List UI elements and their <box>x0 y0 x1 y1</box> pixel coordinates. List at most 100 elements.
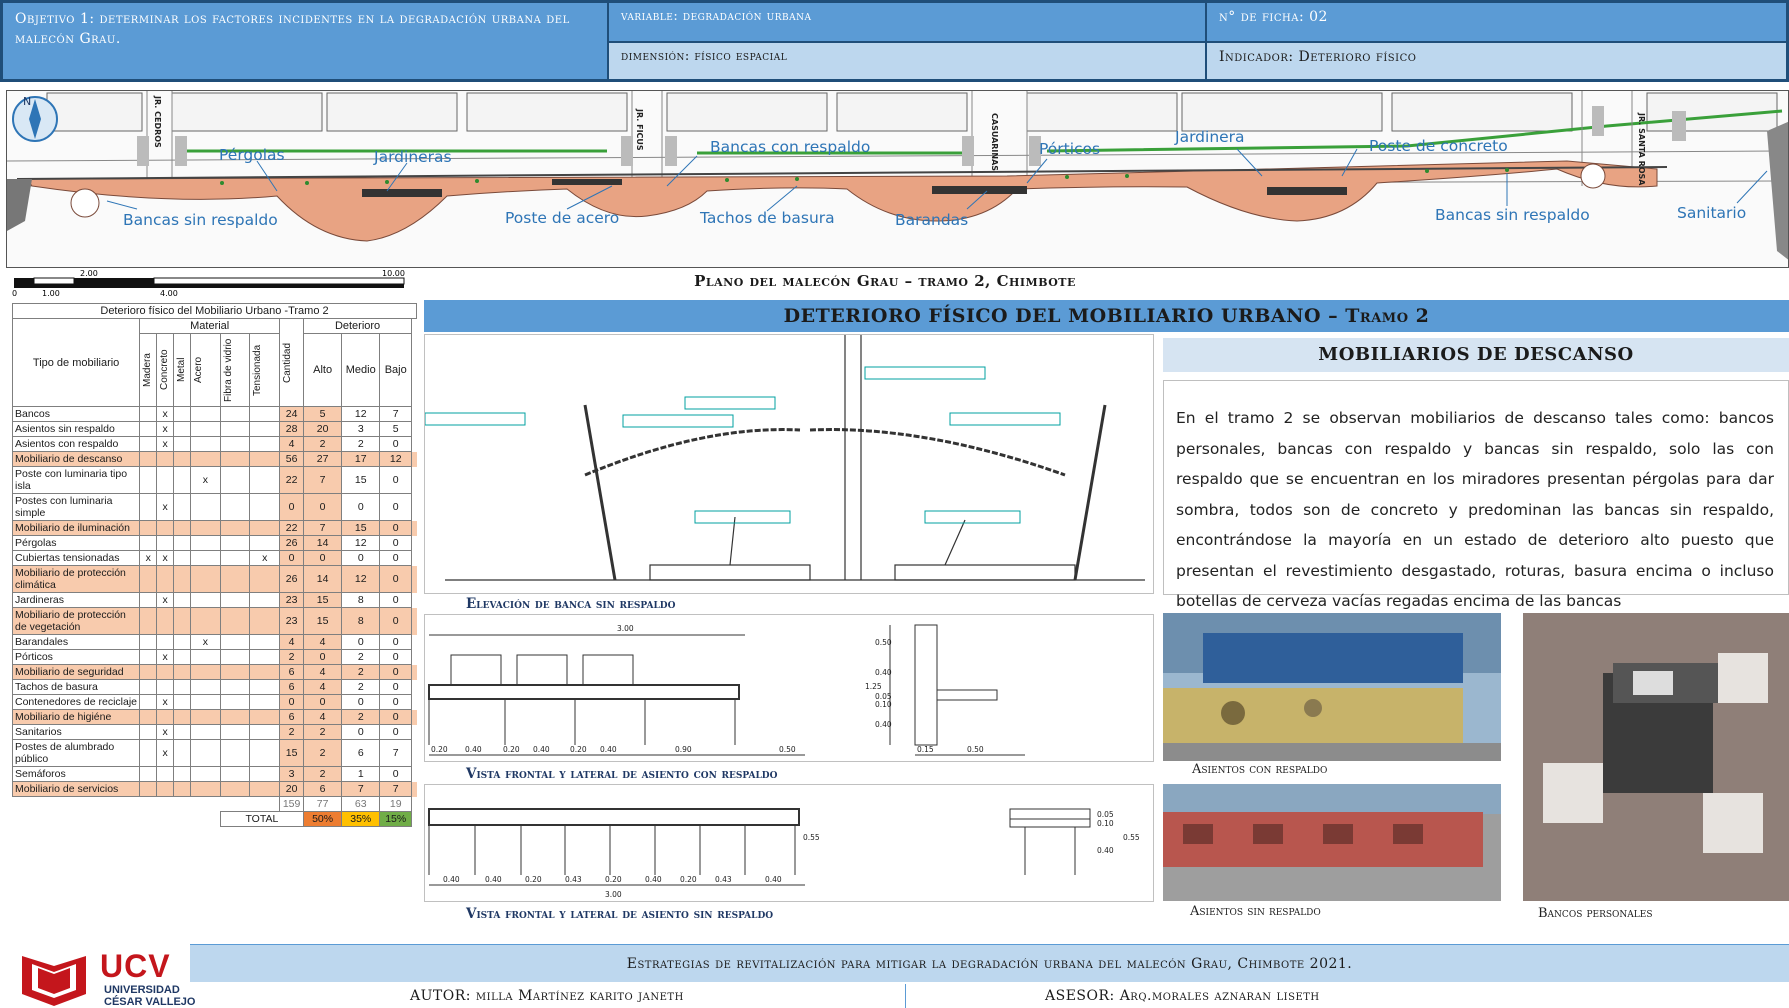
table-cell <box>139 493 158 521</box>
table-cell: 2 <box>303 739 343 767</box>
table-cell <box>173 520 192 536</box>
label-pergolas: Pérgolas <box>219 146 285 164</box>
table-cell <box>139 649 158 665</box>
table-cell <box>190 565 221 593</box>
table-cell <box>249 679 281 695</box>
table-cell: 0 <box>303 649 343 665</box>
table-cell: 4 <box>303 664 343 680</box>
ucv-shield-icon <box>22 956 86 1006</box>
table-cell <box>156 451 175 467</box>
table-cell: 0 <box>303 550 343 566</box>
label-tachos: Tachos de basura <box>700 209 835 227</box>
svg-text:0.43: 0.43 <box>565 875 582 884</box>
pct-bajo: 15% <box>379 811 413 827</box>
table-cell: x <box>156 406 175 422</box>
table-cell <box>249 565 281 593</box>
table-cell: 12 <box>341 565 381 593</box>
table-cell: 2 <box>341 436 381 452</box>
table-cell: 2 <box>341 709 381 725</box>
label-bancas-con-respaldo: Bancas con respaldo <box>710 138 871 156</box>
svg-text:0.40: 0.40 <box>765 875 782 884</box>
elevation-caption: Elevación de banca sin respaldo <box>466 596 676 612</box>
table-cell <box>156 565 175 593</box>
table-cell: 12 <box>341 406 381 422</box>
objective-cell: Objetivo 1: determinar los factores inci… <box>2 2 608 80</box>
table-cell <box>249 406 281 422</box>
svg-text:0.43: 0.43 <box>715 875 732 884</box>
table-cell <box>190 436 221 452</box>
table-cell <box>249 520 281 536</box>
label-barandas: Barandas <box>895 211 969 229</box>
svg-text:JR. FICUS: JR. FICUS <box>635 108 644 151</box>
col-fibra: Fibra de vidrio <box>222 338 234 402</box>
table-cell: x <box>156 436 175 452</box>
table-cell <box>139 634 158 650</box>
photo-asientos-sin-respaldo <box>1163 784 1501 901</box>
table-cell <box>219 406 251 422</box>
table-cell: 6 <box>279 664 305 680</box>
table-cell <box>190 709 221 725</box>
table-cell <box>173 709 192 725</box>
svg-text:0.55: 0.55 <box>803 833 820 842</box>
table-cell: x <box>156 493 175 521</box>
table-cell <box>156 664 175 680</box>
label-porticos: Pórticos <box>1039 140 1101 158</box>
table-cell <box>139 766 158 782</box>
table-cell: Cubiertas tensionadas <box>11 550 141 566</box>
table-cell <box>249 535 281 551</box>
table-cell: 7 <box>379 739 413 767</box>
svg-text:0.40: 0.40 <box>875 668 892 677</box>
col-alto: Alto <box>303 333 343 407</box>
table-cell: 4 <box>303 634 343 650</box>
table-cell <box>249 739 281 767</box>
table-cell <box>249 724 281 740</box>
table-cell <box>219 451 251 467</box>
table-cell <box>139 535 158 551</box>
table-cell: Mobiliario de higiéne <box>11 709 141 725</box>
table-cell: Mobiliario de servicios <box>11 781 141 797</box>
front-sin-caption: Vista frontal y lateral de asiento sin r… <box>466 906 774 922</box>
table-cell: x <box>190 466 221 494</box>
table-cell <box>190 739 221 767</box>
elevation-drawing <box>424 335 1145 581</box>
table-cell <box>156 607 175 635</box>
header: Objetivo 1: determinar los factores inci… <box>0 0 1789 82</box>
table-cell <box>190 649 221 665</box>
table-cell <box>249 466 281 494</box>
table-cell <box>156 781 175 797</box>
table-cell: Postes con luminaria simple <box>11 493 141 521</box>
front-con-caption: Vista frontal y lateral de asiento con r… <box>466 766 778 782</box>
svg-text:0.10: 0.10 <box>1097 819 1114 828</box>
table-cell <box>139 421 158 437</box>
footer-asesor: ASESOR: Arq.morales aznaran liseth <box>1045 988 1320 1004</box>
table-cell <box>139 781 158 797</box>
svg-text:1.00: 1.00 <box>42 289 60 298</box>
ucv-logo-text: UCV <box>100 948 171 984</box>
table-cell: 6 <box>341 739 381 767</box>
table-cell <box>173 724 192 740</box>
table-cell <box>156 709 175 725</box>
svg-text:2.00: 2.00 <box>80 269 98 278</box>
svg-text:0: 0 <box>12 289 17 298</box>
table-cell: 0 <box>379 679 413 695</box>
table-cell <box>219 607 251 635</box>
table-cell <box>190 520 221 536</box>
table-cell: 7 <box>379 406 413 422</box>
col-tipo: Tipo de mobiliario <box>11 318 141 407</box>
label-jardinera: Jardinera <box>1175 128 1245 146</box>
table-cell <box>219 739 251 767</box>
table-cell <box>173 781 192 797</box>
table-cell: 15 <box>341 466 381 494</box>
table-cell <box>190 535 221 551</box>
total-bajo: 19 <box>379 796 413 812</box>
table-cell: Poste con luminaria tipo isla <box>11 466 141 494</box>
table-cell <box>139 679 158 695</box>
table-cell: x <box>190 634 221 650</box>
indicator-cell: Indicador: Deterioro físico <box>1206 42 1787 80</box>
plan-title: Plano del malecón Grau – tramo 2, Chimbo… <box>694 272 1076 290</box>
